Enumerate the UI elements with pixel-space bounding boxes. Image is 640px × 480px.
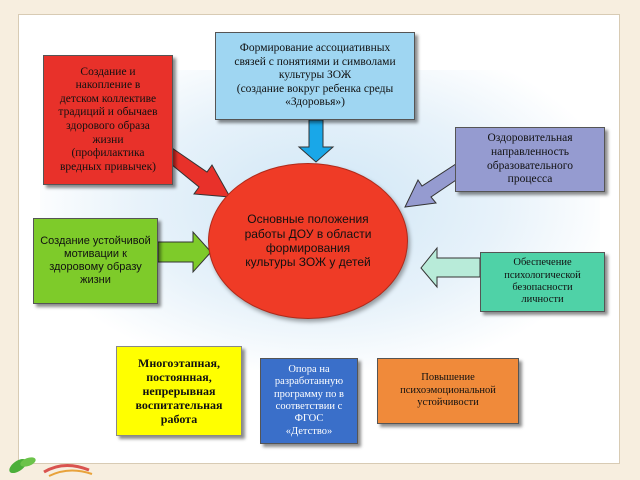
arrow-right-teal <box>420 246 481 289</box>
top-box: Формирование ассоциативных связей с поня… <box>215 32 415 120</box>
left-red-box: Создание и накопление в детском коллекти… <box>43 55 173 185</box>
decorative-leaves-icon <box>9 457 93 477</box>
arrow-left-green <box>157 230 212 274</box>
bottom-yellow-box: Многоэтапная, постоянная, непрерывная во… <box>116 346 242 436</box>
arrow-left-red <box>165 147 231 198</box>
right-purple-box: Оздоровительная направленность образоват… <box>455 127 605 192</box>
left-green-box: Создание устойчивой мотивации к здоровом… <box>33 218 158 304</box>
bottom-orange-box: Повышение психоэмоциональной устойчивост… <box>377 358 519 424</box>
arrow-top <box>297 119 335 163</box>
bottom-blue-box: Опора на разработанную программу по в со… <box>260 358 358 444</box>
right-teal-box: Обеспечение психологической безопасности… <box>480 252 605 312</box>
center-ellipse: Основные положения работы ДОУ в области … <box>208 163 408 319</box>
